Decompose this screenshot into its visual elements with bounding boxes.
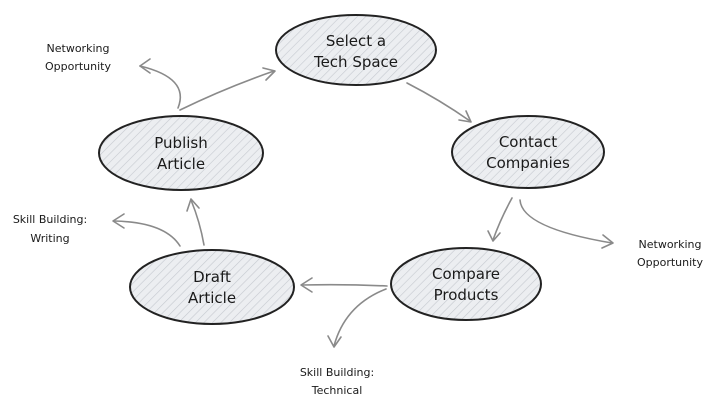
arrow-to-networking-right <box>519 199 614 249</box>
side-label-line1: Networking <box>47 42 110 55</box>
side-label-line2: Opportunity <box>637 256 704 269</box>
node-label-line1: Draft <box>193 268 231 286</box>
arrow-to-skill-writing <box>112 213 181 247</box>
label-skill-writing: Skill Building: Writing <box>13 213 87 245</box>
node-label-line1: Select a <box>326 32 386 50</box>
node-compare-products: Compare Products <box>390 247 542 321</box>
node-draft-article: Draft Article <box>129 249 295 325</box>
node-label-line2: Companies <box>486 154 570 172</box>
node-label-line1: Compare <box>432 265 500 283</box>
arrow-draft-to-publish <box>186 198 205 246</box>
node-label-line1: Contact <box>499 133 557 151</box>
side-label-line1: Skill Building: <box>300 366 374 379</box>
node-select-tech-space: Select a Tech Space <box>275 14 437 86</box>
side-label-line2: Opportunity <box>45 60 112 73</box>
side-label-line1: Skill Building: <box>13 213 87 226</box>
arrow-contact-to-compare <box>487 197 513 242</box>
node-label-line2: Products <box>434 286 499 304</box>
side-label-line1: Networking <box>639 238 702 251</box>
node-label-line2: Tech Space <box>313 53 398 71</box>
node-label-line2: Article <box>157 155 205 173</box>
side-label-line2: Technical <box>311 384 363 397</box>
arrow-compare-to-draft <box>300 277 388 293</box>
arrow-publish-to-select <box>179 67 276 111</box>
label-networking-top: Networking Opportunity <box>45 42 112 73</box>
side-label-line2: Writing <box>30 232 69 245</box>
arrow-to-networking-top <box>139 58 182 109</box>
arrow-to-skill-technical <box>327 288 387 348</box>
node-label-line1: Publish <box>154 134 207 152</box>
node-label-line2: Article <box>188 289 236 307</box>
node-contact-companies: Contact Companies <box>451 115 605 189</box>
node-publish-article: Publish Article <box>98 115 264 191</box>
arrow-select-to-contact <box>406 82 472 123</box>
label-networking-right: Networking Opportunity <box>637 238 704 269</box>
label-skill-technical: Skill Building: Technical <box>300 366 374 397</box>
